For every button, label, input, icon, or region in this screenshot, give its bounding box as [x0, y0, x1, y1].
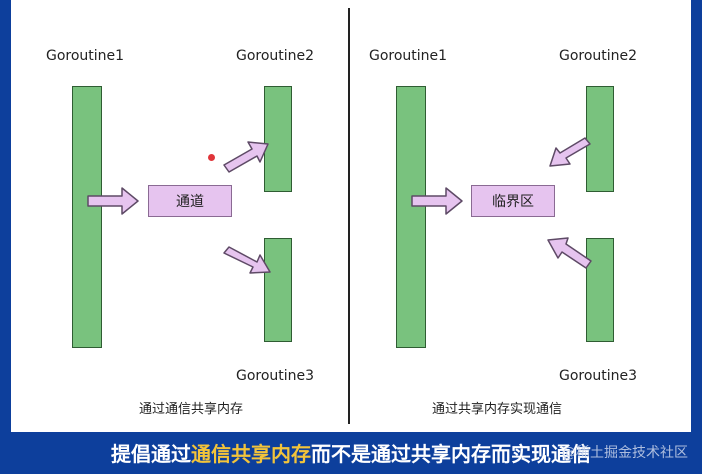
left-caption: 通过通信共享内存 [139, 402, 244, 417]
left-goroutine3-bar [264, 238, 292, 342]
left-goroutine2-bar [264, 86, 292, 192]
arrow-channel-to-g3 [223, 246, 271, 274]
bottom-suffix: 而不是通过共享内存而实现通信 [311, 442, 591, 466]
right-goroutine2-label: Goroutine2 [559, 48, 638, 64]
pointer-dot [208, 154, 215, 161]
right-goroutine3-label: Goroutine3 [559, 368, 638, 384]
right-caption: 通过共享内存实现通信 [432, 402, 563, 417]
left-goroutine1-bar [72, 86, 102, 348]
watermark: @稀土掘金技术社区 [562, 445, 688, 461]
panel-divider [348, 8, 350, 424]
bottom-highlight: 通信共享内存 [191, 442, 311, 466]
right-goroutine1-bar [396, 86, 426, 348]
right-goroutine3-bar [586, 238, 614, 342]
left-goroutine1-label: Goroutine1 [46, 48, 125, 64]
right-goroutine1-label: Goroutine1 [369, 48, 448, 64]
arrow-g3-to-critical [547, 237, 592, 269]
arrow-g1-to-critical [411, 187, 463, 215]
bottom-banner-text: 提倡通过通信共享内存而不是通过共享内存而实现通信 [0, 434, 702, 474]
diagram-frame [11, 0, 691, 432]
arrow-channel-to-g2 [223, 141, 269, 173]
left-goroutine2-label: Goroutine2 [236, 48, 315, 64]
arrow-g2-to-critical [549, 137, 591, 167]
critical-section-box: 临界区 [471, 185, 555, 217]
arrow-g1-to-channel [87, 187, 139, 215]
channel-box: 通道 [148, 185, 232, 217]
bottom-prefix: 提倡通过 [111, 442, 191, 466]
left-goroutine3-label: Goroutine3 [236, 368, 315, 384]
